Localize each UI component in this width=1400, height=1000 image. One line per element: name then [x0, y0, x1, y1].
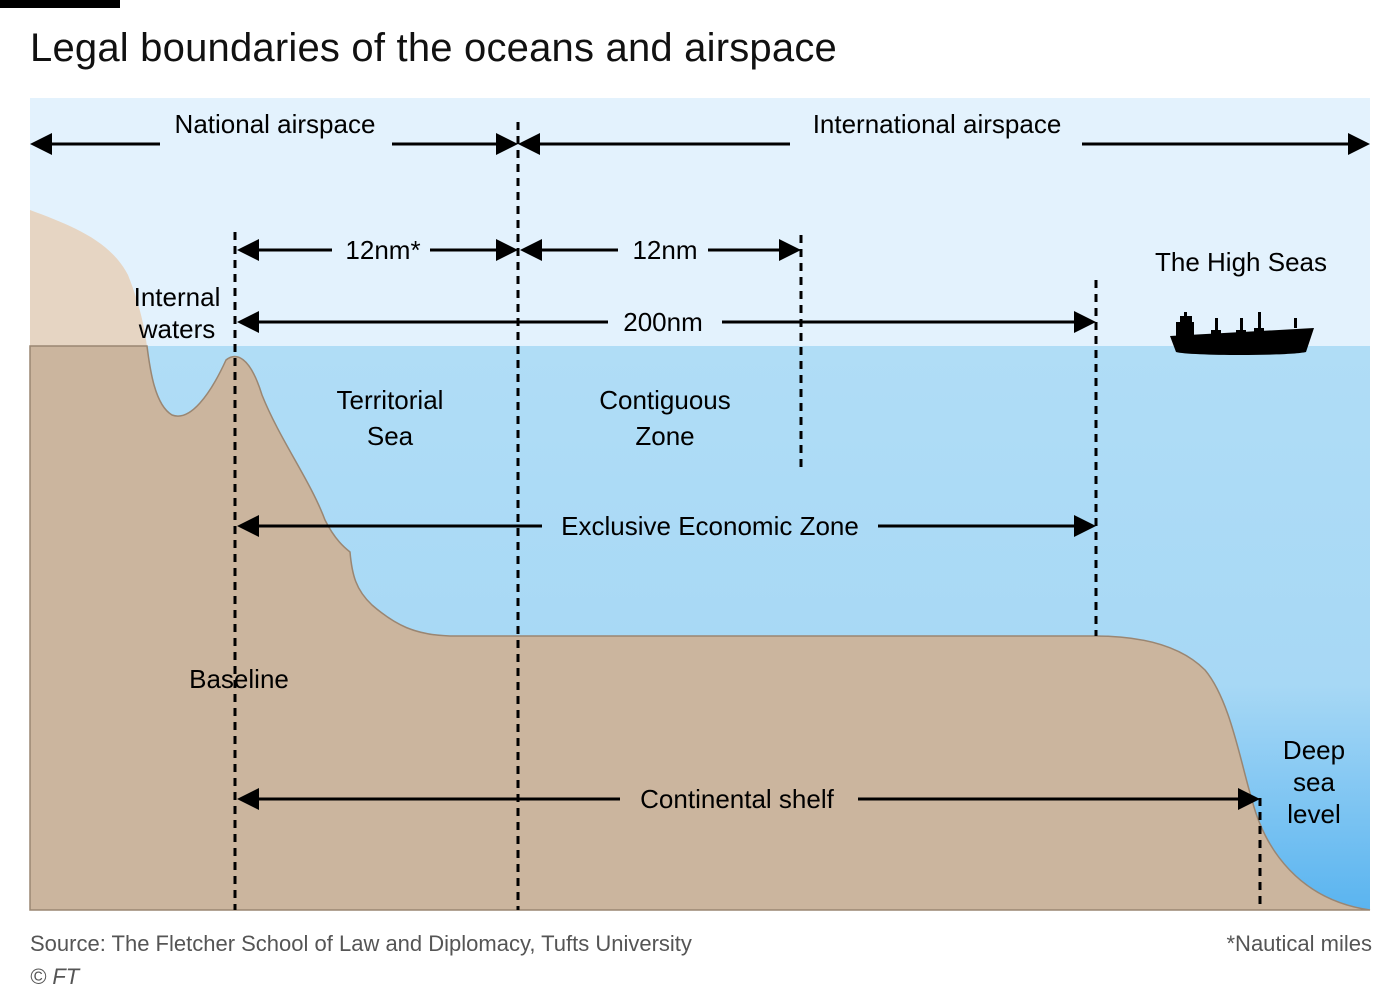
internal-waters-label-line1: Internal [134, 282, 221, 312]
source-note: Source: The Fletcher School of Law and D… [30, 931, 692, 956]
territorial-sea-label-line2: Sea [367, 421, 414, 451]
continental-shelf-label: Continental shelf [640, 784, 834, 814]
arrowheads [30, 133, 1370, 810]
eez-label: Exclusive Economic Zone [561, 511, 859, 541]
contiguous-zone-label-line1: Contiguous [599, 385, 731, 415]
copyright-note: © FT [30, 964, 80, 989]
boundary-lines [233, 122, 1262, 910]
contiguous-zone-label-line2: Zone [635, 421, 694, 451]
footnote: *Nautical miles [1226, 931, 1373, 956]
national-airspace-label: National airspace [175, 109, 376, 139]
deep-sea-label-line1: Deep [1283, 735, 1345, 765]
nm-200-label: 200nm [623, 307, 703, 337]
internal-waters-label-line2: waters [138, 314, 216, 344]
arrow-lines [48, 142, 1350, 801]
brand-bar [0, 0, 120, 8]
territorial-12nm-label: 12nm* [345, 235, 420, 265]
contiguous-12nm-label: 12nm [632, 235, 697, 265]
coastal-hill [30, 210, 147, 347]
cargo-ship-icon [1170, 312, 1314, 355]
international-airspace-label: International airspace [813, 109, 1062, 139]
seabed-land [29, 345, 1371, 911]
baseline-label: Baseline [189, 664, 289, 694]
high-seas-label: The High Seas [1155, 247, 1327, 277]
territorial-sea-label-line1: Territorial [337, 385, 444, 415]
deep-sea-label-line3: level [1287, 799, 1340, 829]
page-title: Legal boundaries of the oceans and airsp… [30, 26, 837, 70]
deep-sea-label-line2: sea [1293, 767, 1335, 797]
